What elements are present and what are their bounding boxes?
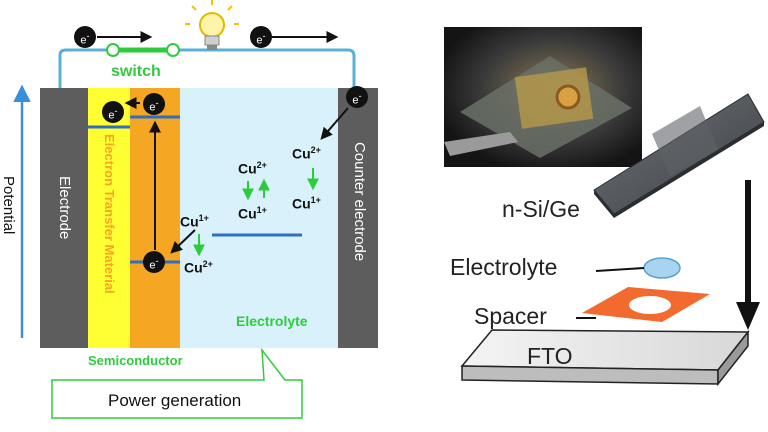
ion-cu2-mid: Cu2+: [238, 160, 267, 177]
electrode-label: Electrode: [56, 176, 73, 240]
electrode-layer: [40, 88, 88, 348]
switch-label: switch: [111, 63, 161, 80]
electron-etm: e-: [102, 101, 124, 123]
switch-contact-right: [166, 43, 180, 57]
electrolyte-label: Electrolyte: [236, 313, 308, 329]
switch-contact-left: [106, 43, 120, 57]
ion-cu1-left: Cu1+: [180, 213, 209, 230]
electron-cb: e-: [143, 93, 165, 115]
assembly-electrolyte-label: Electrolyte: [450, 254, 558, 280]
power-generation-callout: [51, 347, 303, 419]
electron-top-right: e-: [250, 26, 272, 48]
electron-top-left: e-: [74, 26, 96, 48]
external-wire: [58, 48, 356, 88]
electrolyte-layer: [180, 88, 338, 348]
device-photo: [444, 27, 642, 167]
ion-cu1-mid: Cu1+: [238, 205, 267, 222]
etm-layer: [88, 88, 130, 348]
ion-cu2-right: Cu2+: [292, 145, 321, 162]
potential-label: Potential: [0, 176, 17, 235]
spacer-label: Spacer: [474, 303, 547, 329]
electrolyte-droplet: [643, 257, 681, 279]
ion-cu1-right: Cu1+: [292, 195, 321, 212]
cell-diagram: [13, 0, 378, 419]
electron-vb: e-: [143, 251, 165, 273]
fto-slab: [460, 329, 750, 371]
assembly-diagram: [444, 27, 765, 387]
ion-cu2-left: Cu2+: [184, 259, 213, 276]
nsige-label: n-Si/Ge: [502, 196, 580, 222]
fto-label: FTO: [527, 343, 573, 369]
semiconductor-label: Semiconductor: [88, 353, 183, 368]
light-bulb-icon: [185, 0, 239, 50]
counter-electrode-label: Counter electrode: [351, 142, 368, 262]
etm-label: Electron Transfer Material: [102, 134, 117, 294]
electron-counter: e-: [346, 86, 368, 108]
counter-electrode-layer: [338, 88, 378, 348]
power-generation-label: Power generation: [108, 391, 242, 410]
